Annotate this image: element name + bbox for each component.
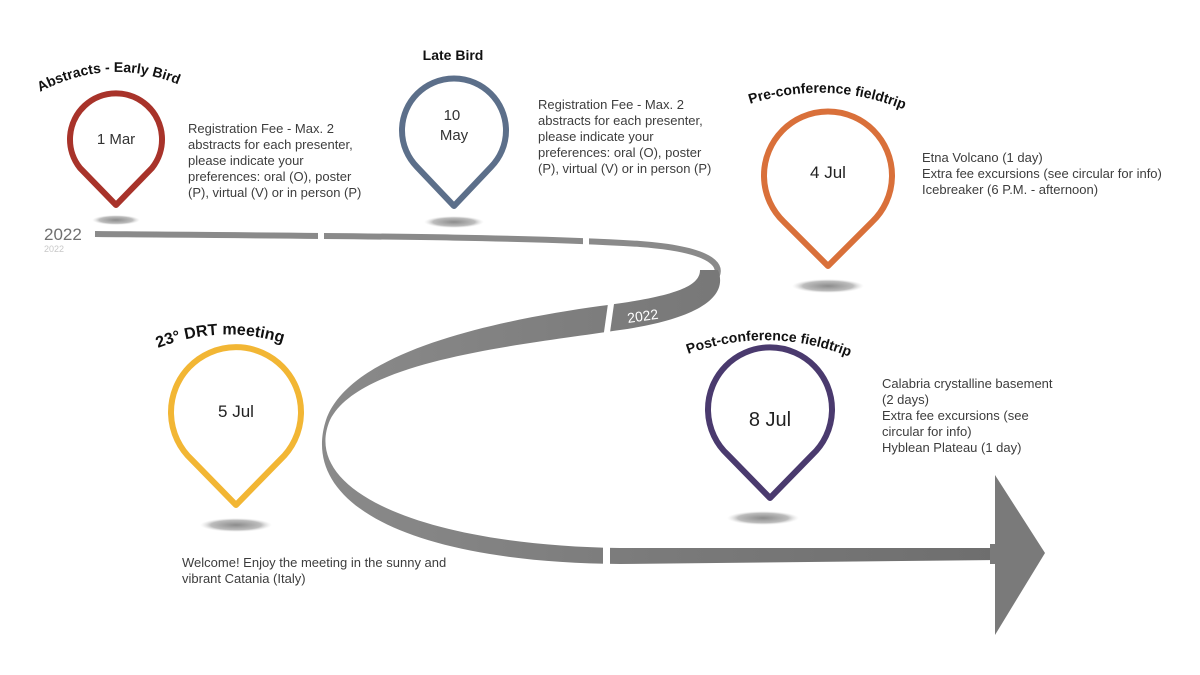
event-description-abstracts-early-bird: Registration Fee - Max. 2 abstracts for … [188, 121, 362, 200]
event-description-pre-conference-fieldtrip: Etna Volcano (1 day) Extra fee excursion… [922, 150, 1162, 197]
year-start-label: 2022 [44, 225, 82, 244]
pin-shadow [424, 216, 484, 228]
pin-shadow [792, 279, 864, 293]
year-start-reflection: 2022 [44, 244, 64, 254]
road-s-curve [321, 270, 1000, 564]
pin-shadow [200, 518, 272, 532]
year-mid-label: 2022 [626, 306, 659, 326]
event-description-late-bird: Registration Fee - Max. 2 abstracts for … [538, 97, 712, 176]
event-description-post-conference-fieldtrip: Calabria crystalline basement (2 days) E… [882, 376, 1053, 455]
road-arrowhead [995, 475, 1045, 635]
road-top-line [94, 231, 721, 295]
event-description-drt-meeting: Welcome! Enjoy the meeting in the sunny … [182, 555, 447, 586]
pin-shadow [92, 215, 140, 225]
pin-shadow [727, 511, 799, 525]
